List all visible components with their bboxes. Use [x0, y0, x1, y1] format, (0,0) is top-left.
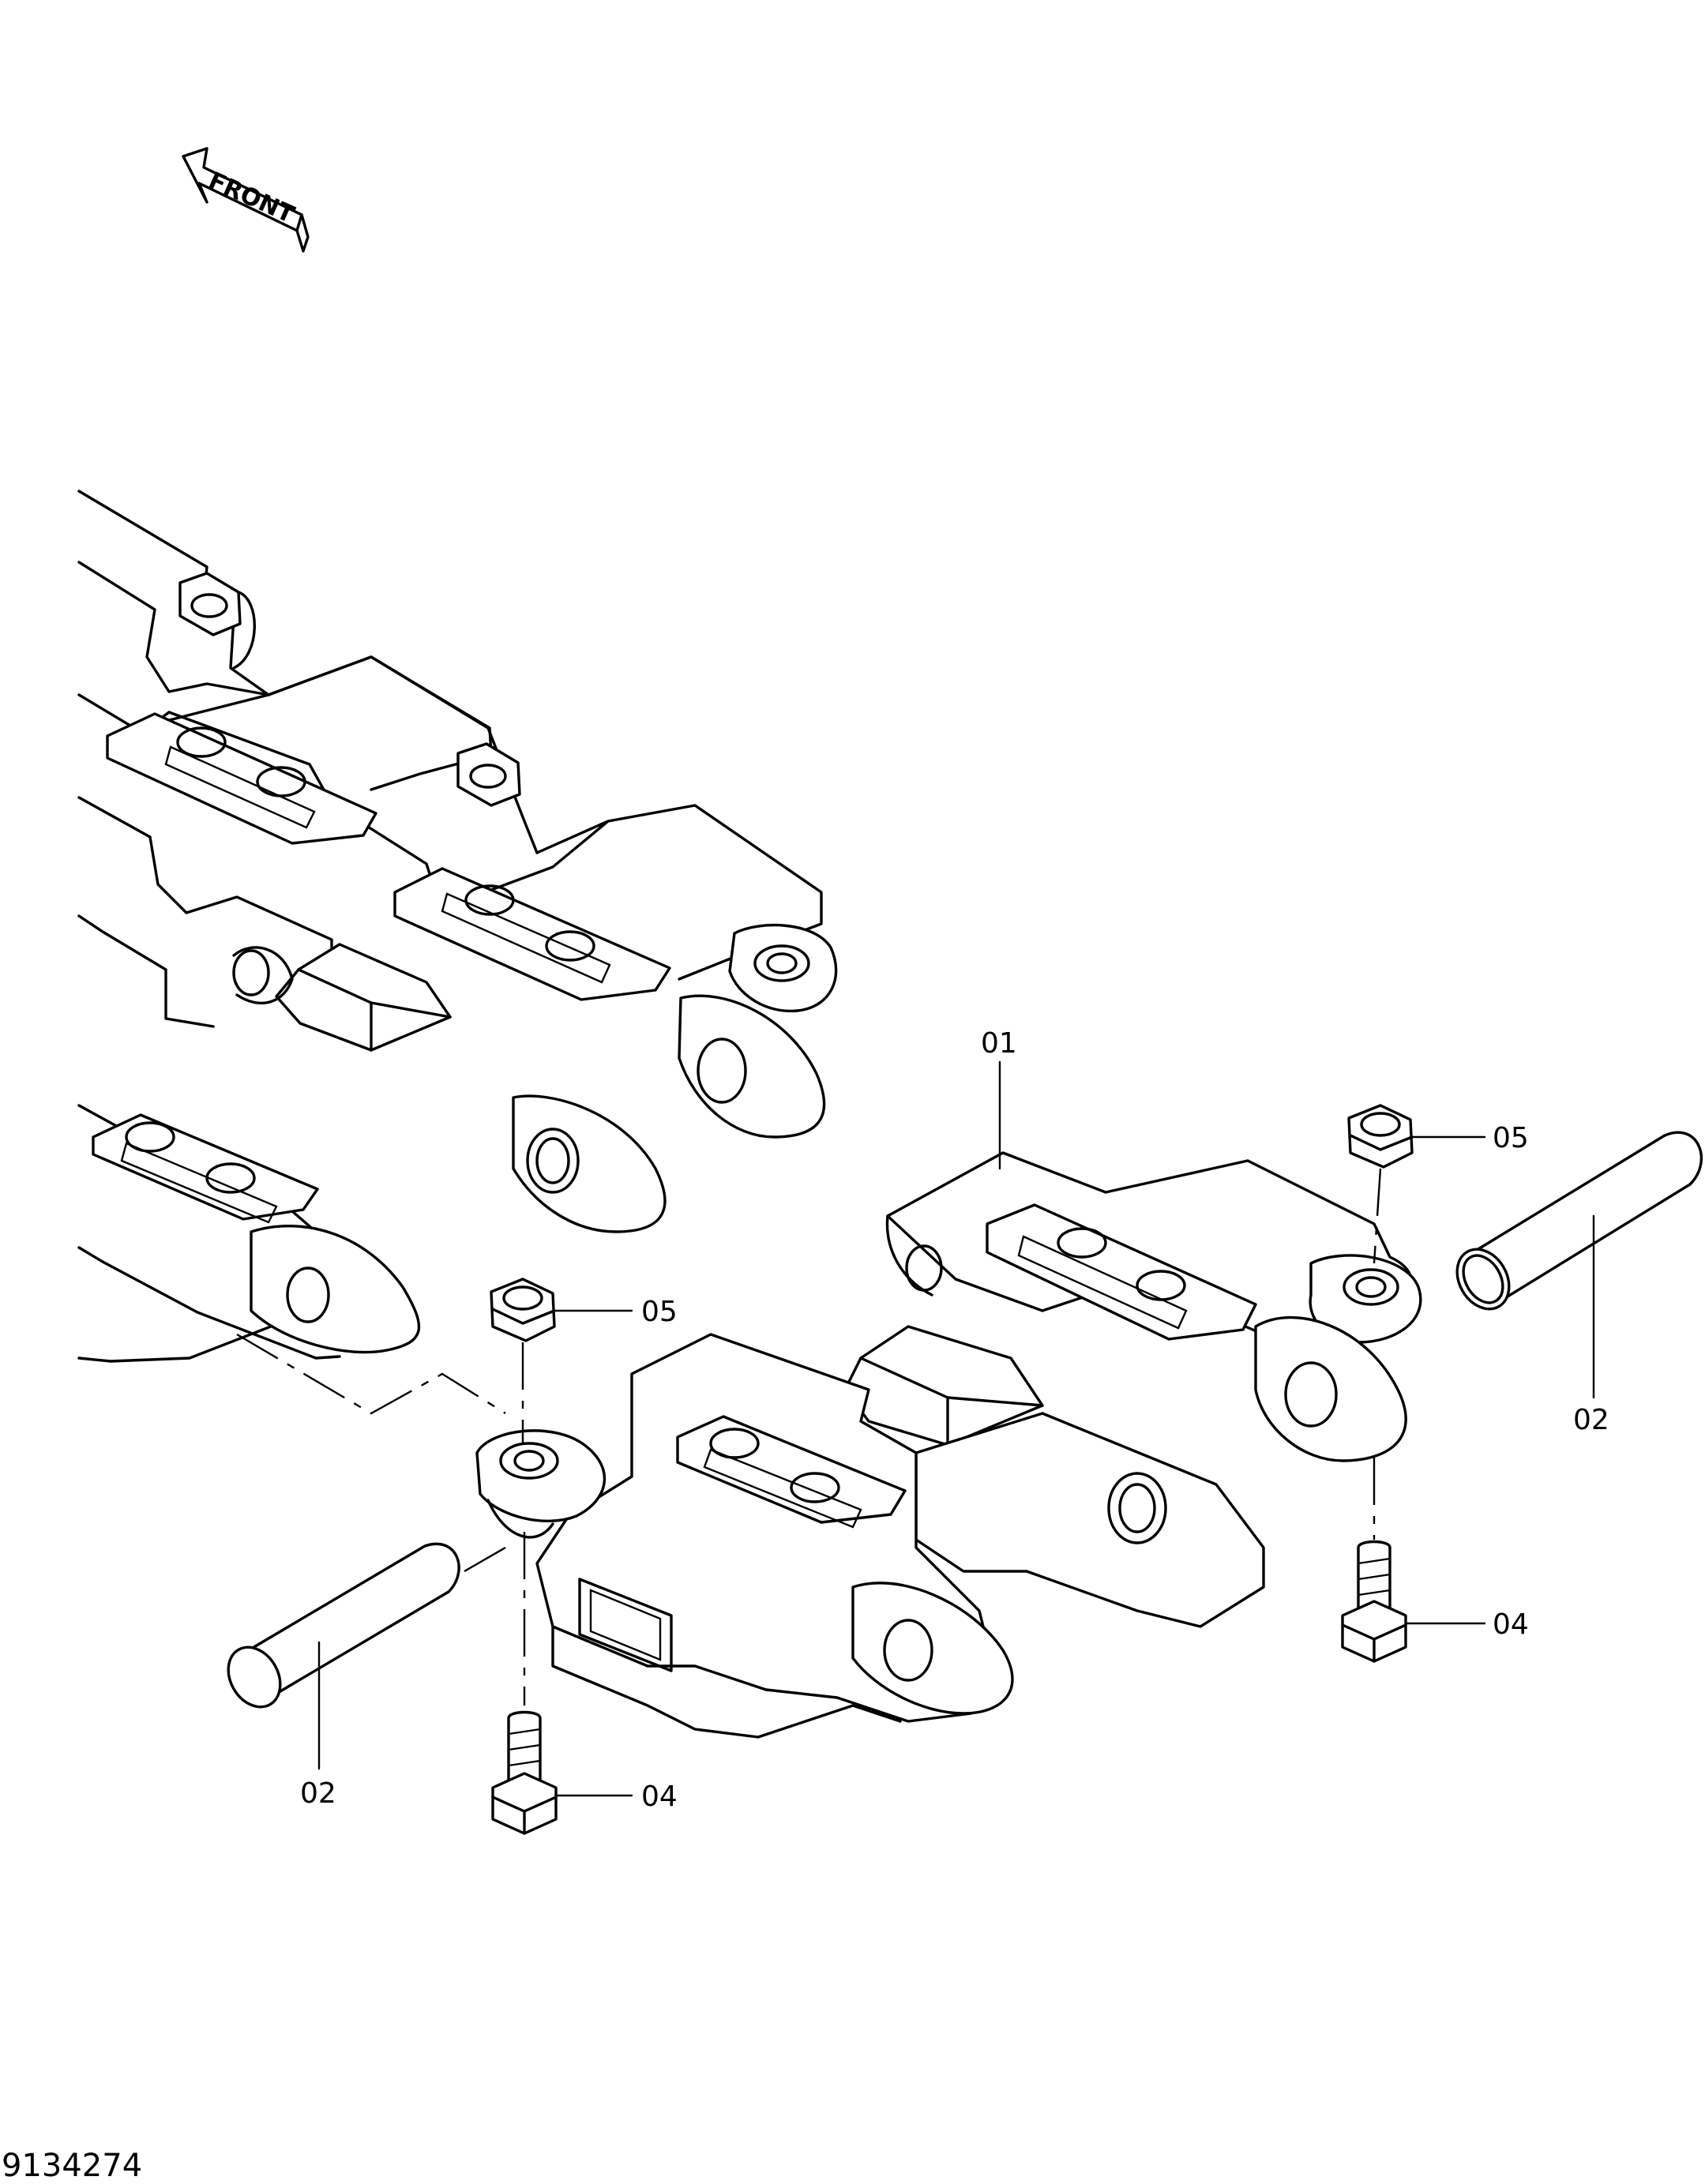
callout-label-04-left: 04: [641, 1781, 678, 1813]
nut-right-05: 05: [1347, 1104, 1529, 1264]
pin-left-02: 02: [227, 1542, 506, 1810]
callout-label-04-right: 04: [1493, 1608, 1529, 1641]
drawing-number: 9134274: [2, 2148, 142, 2184]
callout-label-05-left: 05: [641, 1296, 678, 1328]
front-label: FRONT: [205, 167, 299, 229]
nut-left-05: 05: [490, 1278, 678, 1445]
pin-right-02: 02: [1455, 1131, 1703, 1436]
bolt-right-04: 04: [1341, 1458, 1529, 1663]
callout-link-assembly: 01: [981, 1027, 1017, 1170]
callout-label-01: 01: [981, 1027, 1017, 1060]
front-arrow-icon: FRONT: [182, 147, 310, 253]
bolt-left-04: 04: [491, 1532, 678, 1835]
assembled-track-chain: [77, 490, 838, 1415]
link-assembly-01: [475, 1151, 1422, 1739]
callout-label-02-left: 02: [300, 1777, 336, 1810]
callout-label-05-right: 05: [1493, 1122, 1529, 1154]
callout-label-02-right: 02: [1573, 1404, 1609, 1436]
